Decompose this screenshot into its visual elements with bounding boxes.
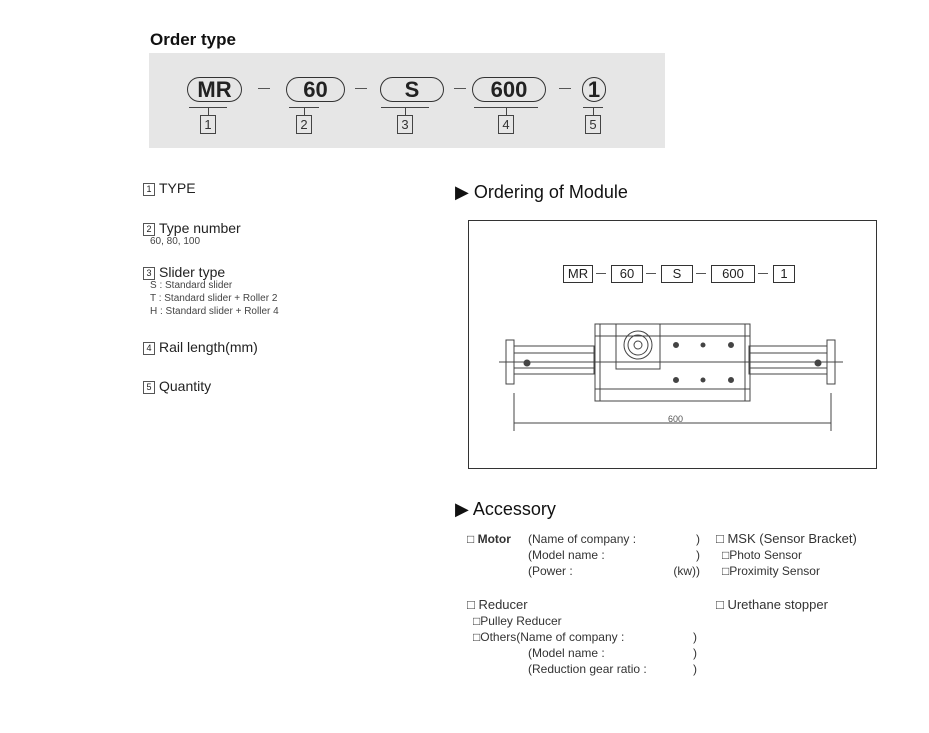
code-box: 600 (711, 265, 755, 283)
dimension-label: 600 (668, 414, 684, 424)
code-quantity: 1 (582, 77, 606, 102)
module-drawing (499, 323, 843, 431)
code-box: 1 (773, 265, 795, 283)
slider-option: S : Standard slider (150, 280, 233, 291)
number-box: 5 (585, 115, 601, 134)
motor-fields: (Name of company :(Model name :(Power : (528, 532, 637, 578)
code-box: 60 (611, 265, 643, 283)
msk-option[interactable]: □ MSK (Sensor Bracket) □Photo Sensor □Pr… (716, 531, 857, 578)
reducer-field-ends: ))) (693, 630, 697, 676)
code-type: MR (187, 77, 242, 102)
number-box: 3 (397, 115, 413, 134)
code-type-number: 60 (286, 77, 345, 102)
ordering-title: ▶ Ordering of Module (455, 182, 628, 202)
slider-option: T : Standard slider + Roller 2 (150, 293, 278, 304)
motor-field-ends: ))(kw)) (673, 532, 700, 578)
slider-option: H : Standard slider + Roller 4 (150, 306, 279, 317)
number-box: 2 (296, 115, 312, 134)
type-number-values: 60, 80, 100 (150, 236, 201, 247)
module-drawing-box: MR 60 S 600 1 600 (468, 220, 877, 469)
code-slider: S (380, 77, 444, 102)
number-box: 4 (498, 115, 514, 134)
code-rail-length: 600 (472, 77, 546, 102)
motor-option[interactable]: □ Motor (467, 532, 511, 546)
number-box: 1 (200, 115, 216, 134)
code-box: MR (563, 265, 593, 283)
order-type-title: Order type (150, 30, 236, 49)
accessory-title: ▶ Accessory (455, 499, 556, 519)
reducer-option[interactable]: □ Reducer □Pulley Reducer □Others(Name o… (467, 597, 647, 676)
order-code-diagram: MR 60 S 600 1 1 2 3 4 5 (149, 53, 665, 148)
code-box: S (661, 265, 693, 283)
urethane-stopper-option[interactable]: □ Urethane stopper (716, 597, 828, 612)
